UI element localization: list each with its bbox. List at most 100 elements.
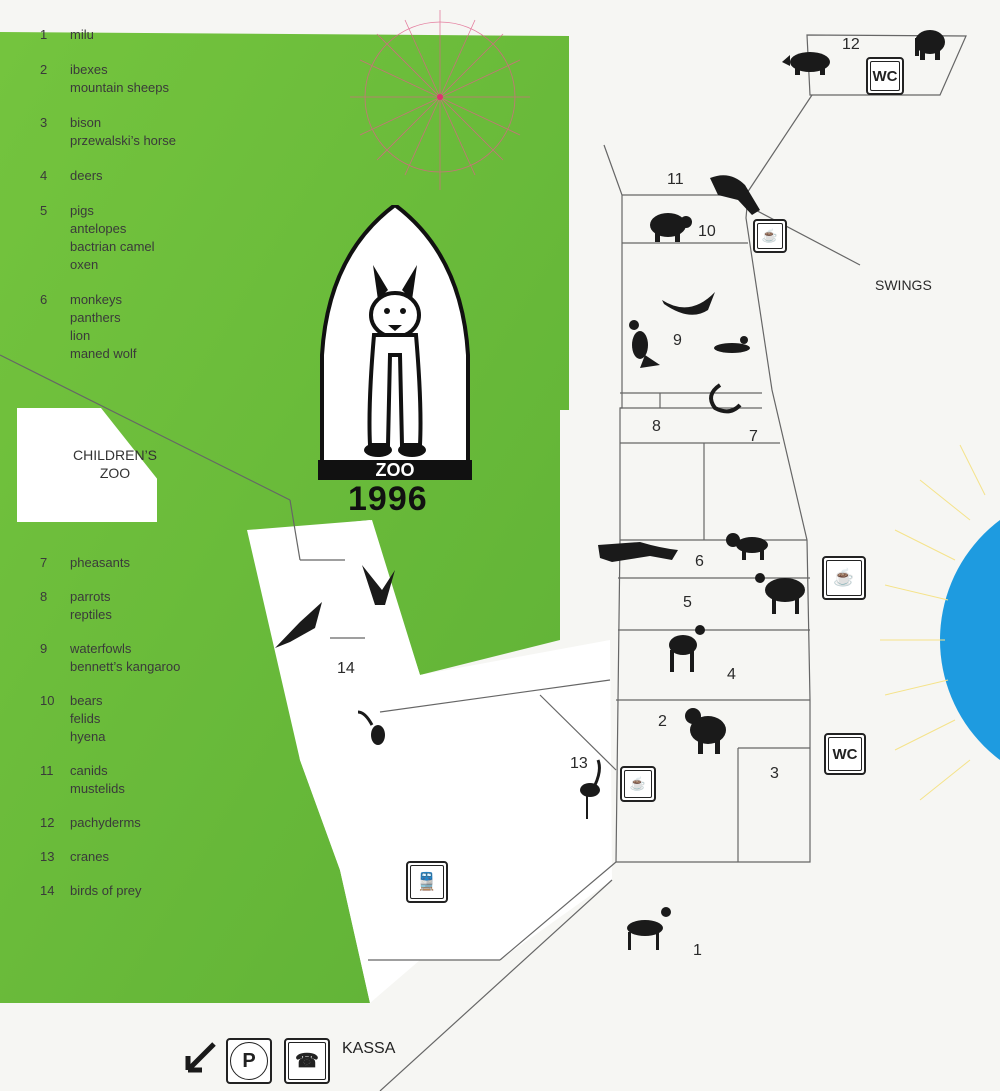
legend-animal: antelopes [70, 221, 127, 236]
legend-number: 1 [40, 27, 48, 42]
heron-icon [357, 710, 385, 745]
legend-number: 13 [40, 849, 55, 864]
area-11: 11 [667, 171, 684, 188]
cafe-icon[interactable]: ☕ [753, 219, 787, 253]
legend-animal: pigs [70, 203, 94, 218]
legend-number: 7 [40, 555, 48, 570]
childrens-zoo-line1: CHILDREN’S [73, 447, 158, 463]
area-6: 6 [695, 553, 704, 570]
legend-number: 6 [40, 292, 48, 307]
legend-animal: bactrian camel [70, 239, 155, 254]
legend-number: 5 [40, 203, 48, 218]
monkey-icon [726, 533, 768, 560]
legend-names: parrots reptiles [70, 588, 112, 624]
legend-animal: waterfowls [70, 641, 132, 656]
swings-label: SWINGS [875, 277, 932, 293]
legend-names: deers [70, 167, 103, 185]
wc-icon[interactable]: WC [824, 733, 866, 775]
legend-names: pachyderms [70, 814, 141, 832]
legend-animal: deers [70, 168, 103, 183]
eagle-icon [362, 565, 395, 605]
milu-deer-icon [627, 907, 671, 950]
area-13: 13 [570, 755, 588, 772]
legend-number: 3 [40, 115, 48, 130]
legend-number: 8 [40, 589, 48, 604]
legend-row: 4 deers [40, 167, 176, 185]
goose-icon [662, 292, 715, 315]
kassa-label: KASSA [342, 1040, 396, 1057]
legend-animal: reptiles [70, 607, 112, 622]
legend-animal: cranes [70, 849, 110, 864]
area-3: 3 [770, 765, 779, 782]
legend-names: birds of prey [70, 882, 142, 900]
wc-text: WC [828, 737, 862, 771]
area-4: 4 [727, 666, 736, 683]
legend-animal: ibexes [70, 62, 108, 77]
snake-icon [709, 383, 742, 414]
legend-names: pigs antelopes bactrian camel oxen [70, 202, 155, 274]
telephone-icon[interactable]: ☎ [284, 1038, 330, 1084]
area-5: 5 [683, 594, 692, 611]
wc-icon[interactable]: WC [866, 57, 904, 95]
arrow-icon [185, 1042, 216, 1073]
area-7: 7 [749, 428, 758, 445]
legend-animal: parrots [70, 589, 111, 604]
deer-icon [669, 625, 705, 672]
hawk-icon [275, 602, 322, 648]
main-path [247, 520, 612, 1003]
cup-glyph: ☕ [624, 770, 652, 798]
parking-icon[interactable]: P [226, 1038, 272, 1084]
legend-animal: panthers [70, 310, 121, 325]
logo-word: ZOO [376, 460, 415, 480]
area-2: 2 [658, 713, 667, 730]
kangaroo-icon [629, 320, 660, 368]
area-1: 1 [693, 942, 702, 959]
childrens-zoo-label: CHILDREN’S ZOO [73, 446, 157, 482]
childrens-zoo-line2: ZOO [99, 465, 131, 481]
legend-animal: lion [70, 328, 91, 343]
legend-number: 2 [40, 62, 48, 77]
legend-animal: bennett’s kangaroo [70, 659, 181, 674]
legend-animal: bison [70, 115, 102, 130]
cafe-icon[interactable]: ☕ [620, 766, 656, 802]
wc-text: WC [870, 61, 900, 91]
area-12: 12 [842, 36, 860, 53]
cafe-icon[interactable]: ☕ [822, 556, 866, 600]
legend-row: 11 canids mustelids [40, 762, 180, 798]
area-9: 9 [673, 332, 682, 349]
legend-number: 9 [40, 641, 48, 656]
legend-names: cranes [70, 848, 109, 866]
camel-icon [755, 573, 805, 614]
train-glyph: 🚆 [410, 865, 444, 899]
parking-text: P [230, 1042, 268, 1080]
elephant-icon [915, 30, 945, 60]
ram-icon [685, 708, 726, 754]
weasel-icon [710, 175, 760, 215]
legend-number: 4 [40, 168, 48, 183]
phone-glyph: ☎ [288, 1042, 326, 1080]
train-icon[interactable]: 🚆 [406, 861, 448, 903]
legend-row: 5 pigs antelopes bactrian camel oxen [40, 202, 176, 274]
legend-number: 11 [40, 763, 54, 778]
cup-glyph: ☕ [826, 560, 862, 596]
legend-row: 8 parrots reptiles [40, 588, 180, 624]
legend-animal: birds of prey [70, 883, 142, 898]
legend-animal: canids [70, 763, 108, 778]
area-14: 14 [337, 660, 355, 677]
cheetah-icon [598, 542, 678, 562]
lake [940, 520, 1000, 760]
legend-row: 13 cranes [40, 848, 180, 866]
rhino-icon [782, 52, 830, 75]
legend-animal: felids [70, 711, 101, 726]
legend-animal: oxen [70, 257, 99, 272]
legend-number: 14 [40, 883, 55, 898]
legend-animal: mustelids [70, 781, 125, 796]
area-10: 10 [698, 223, 716, 240]
legend-names: pheasants [70, 554, 130, 572]
